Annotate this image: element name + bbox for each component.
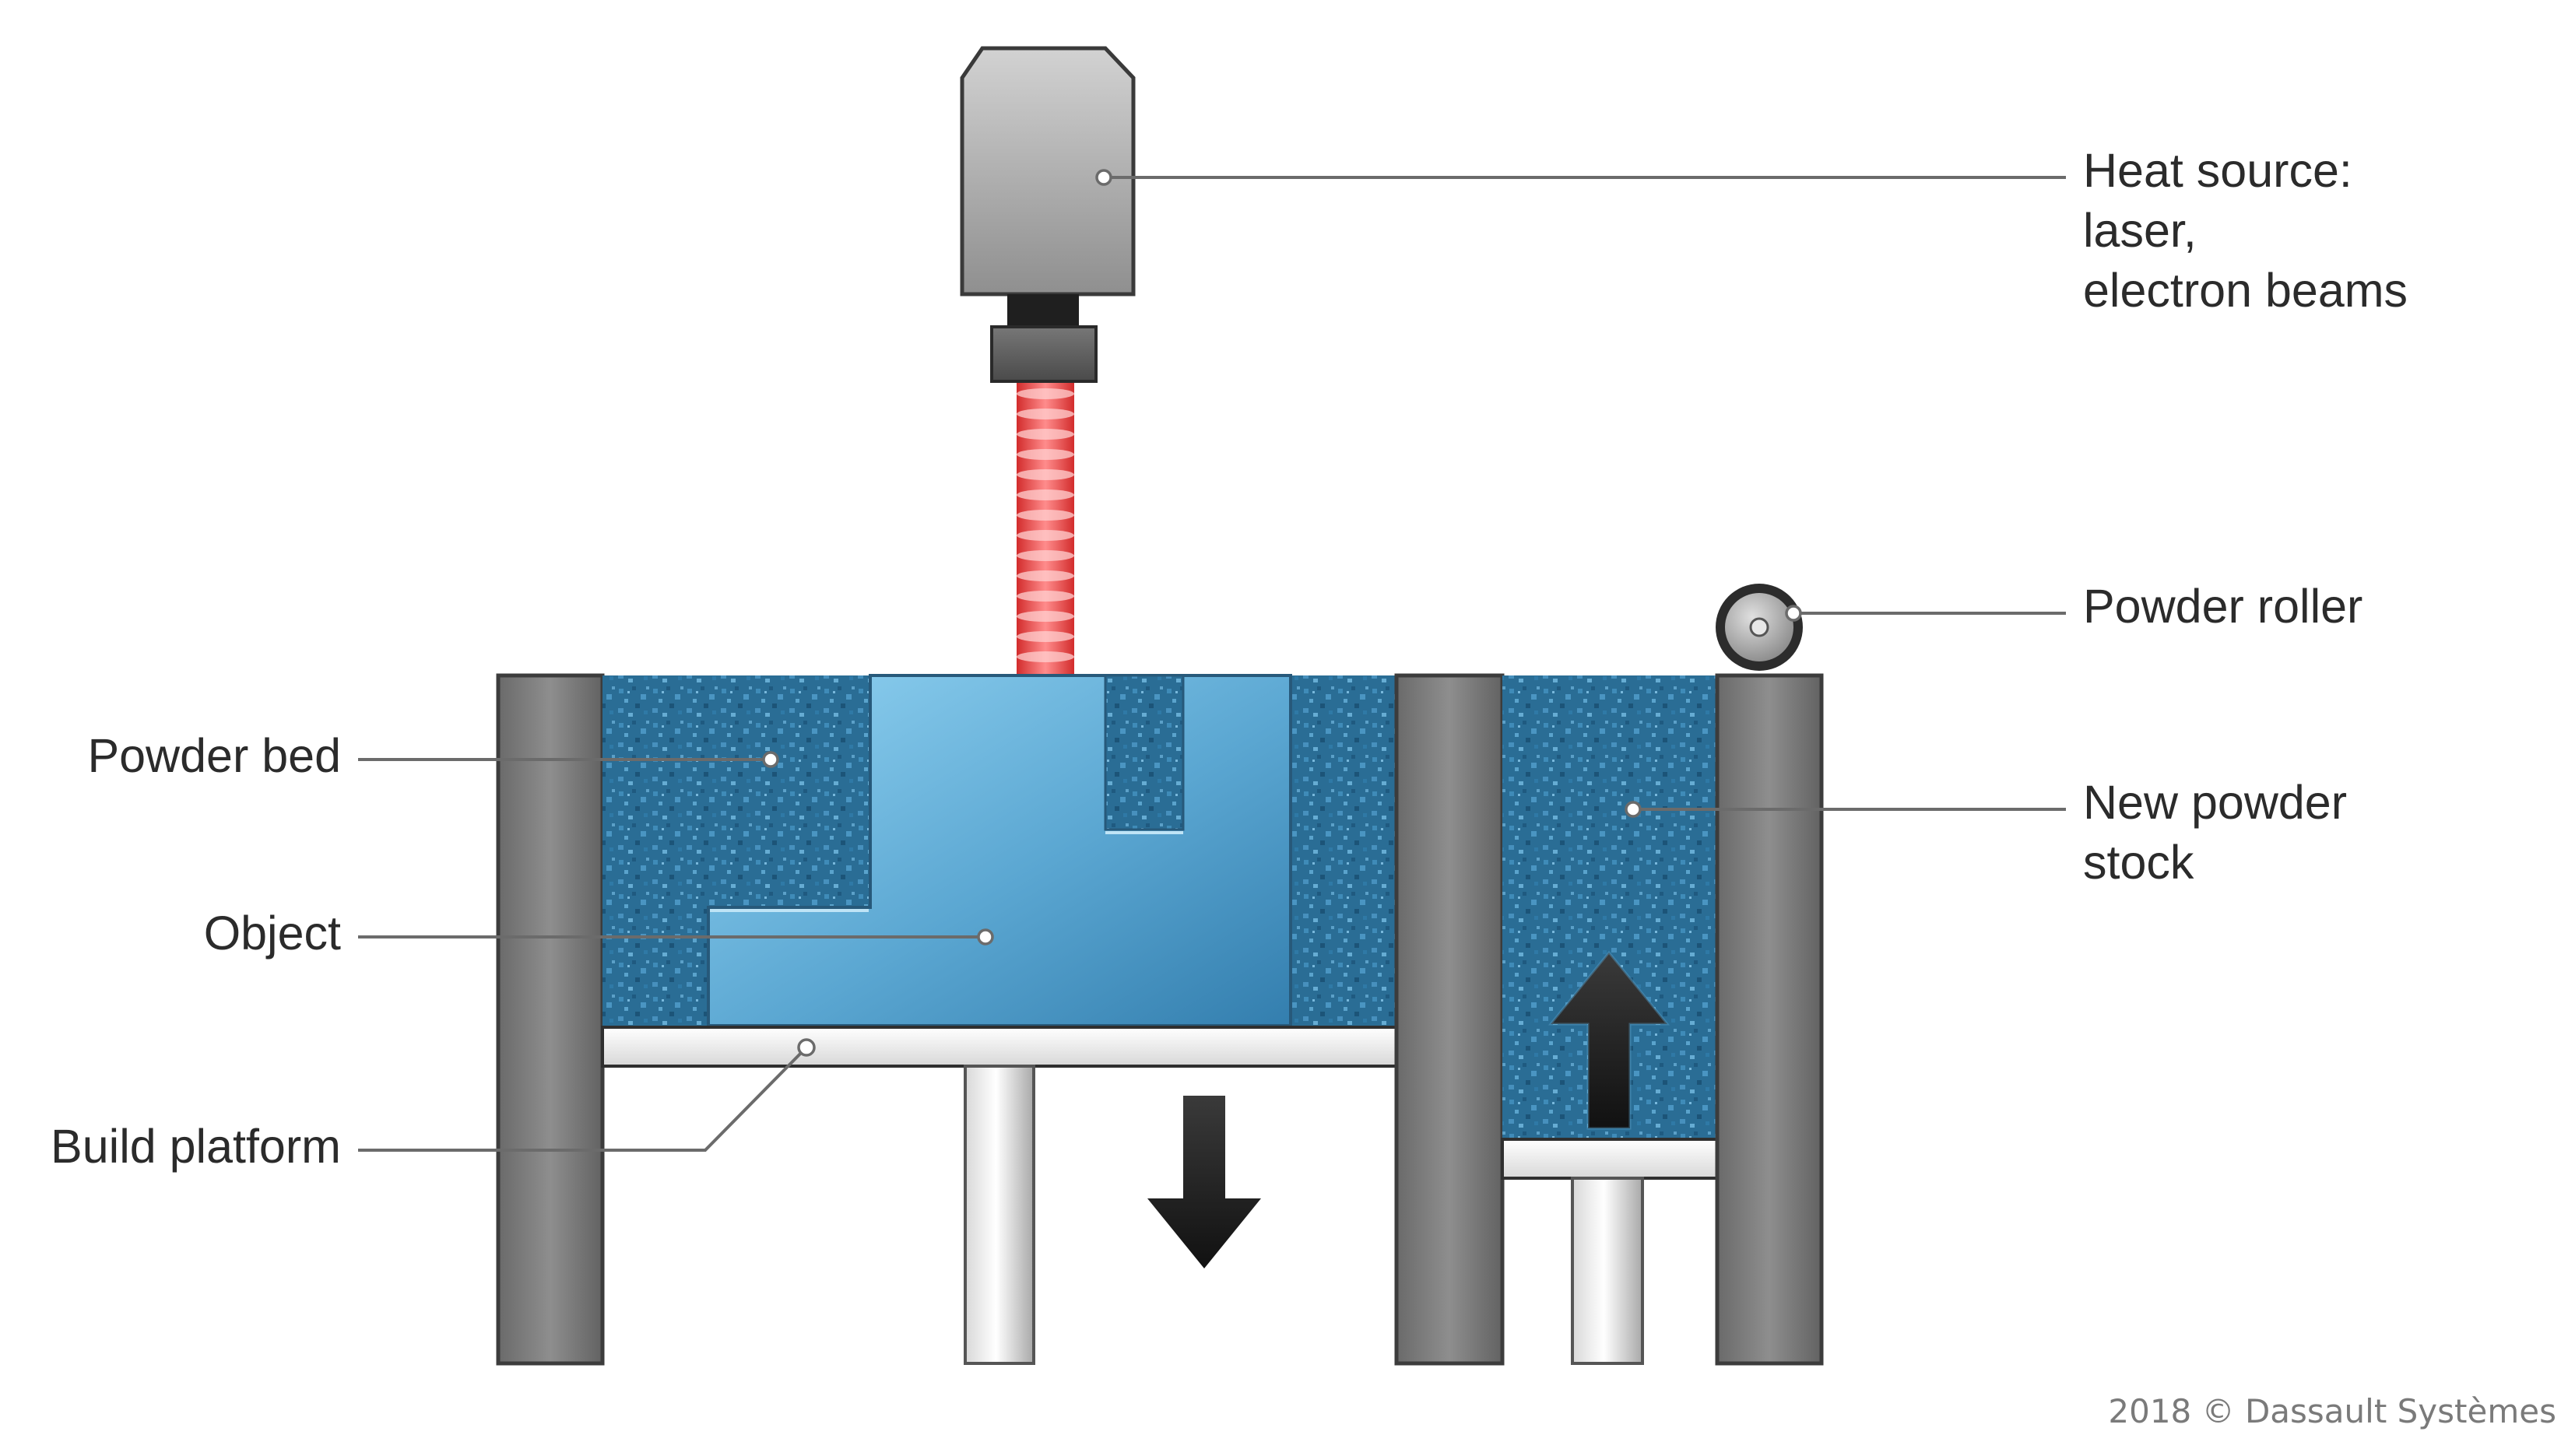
middle-wall bbox=[1394, 673, 1505, 1366]
heat-source-head bbox=[960, 46, 1136, 296]
heat-source-label: Heat source: laser, electron beams bbox=[2083, 144, 2408, 317]
powder-roller bbox=[1716, 584, 1803, 671]
arrow-up-icon bbox=[1547, 950, 1670, 1130]
heat-source bbox=[960, 46, 1136, 383]
leader-lines bbox=[358, 169, 2066, 1152]
laser-ring bbox=[1017, 570, 1074, 581]
laser-ring bbox=[1017, 489, 1074, 500]
build-platform bbox=[601, 1026, 1398, 1068]
laser-beam bbox=[1017, 383, 1074, 674]
laser-ring bbox=[1017, 530, 1074, 541]
powder-roller-label: Powder roller bbox=[2083, 580, 2362, 633]
laser-ring bbox=[1017, 651, 1074, 662]
build-chamber-left-wall bbox=[496, 673, 605, 1366]
laser-ring bbox=[1017, 429, 1074, 440]
feed-platform bbox=[1501, 1138, 1719, 1180]
laser-ring bbox=[1017, 449, 1074, 460]
arrow-down-icon bbox=[1147, 1096, 1261, 1268]
laser-ring bbox=[1017, 591, 1074, 602]
laser-ring bbox=[1017, 510, 1074, 521]
object-label: Object bbox=[204, 907, 341, 960]
laser-ring bbox=[1017, 550, 1074, 561]
laser-beam-body bbox=[1017, 383, 1074, 674]
heat-source-neck bbox=[1007, 294, 1079, 327]
build-platform-label: Build platform bbox=[51, 1120, 341, 1173]
laser-ring bbox=[1017, 469, 1074, 480]
copyright-notice: 2018 © Dassault Systèmes bbox=[2108, 1392, 2556, 1430]
powder-bed-label: Powder bed bbox=[87, 729, 341, 782]
heat-source-collar bbox=[990, 325, 1098, 383]
laser-ring bbox=[1017, 611, 1074, 622]
build-piston bbox=[964, 1065, 1035, 1365]
new-powder-stock-label: New powder stock bbox=[2083, 776, 2360, 889]
laser-ring bbox=[1017, 388, 1074, 399]
feed-piston bbox=[1571, 1177, 1644, 1365]
laser-ring bbox=[1017, 631, 1074, 642]
object-notch-powder bbox=[1104, 674, 1185, 831]
laser-ring bbox=[1017, 409, 1074, 419]
feed-chamber-right-wall bbox=[1715, 673, 1824, 1366]
